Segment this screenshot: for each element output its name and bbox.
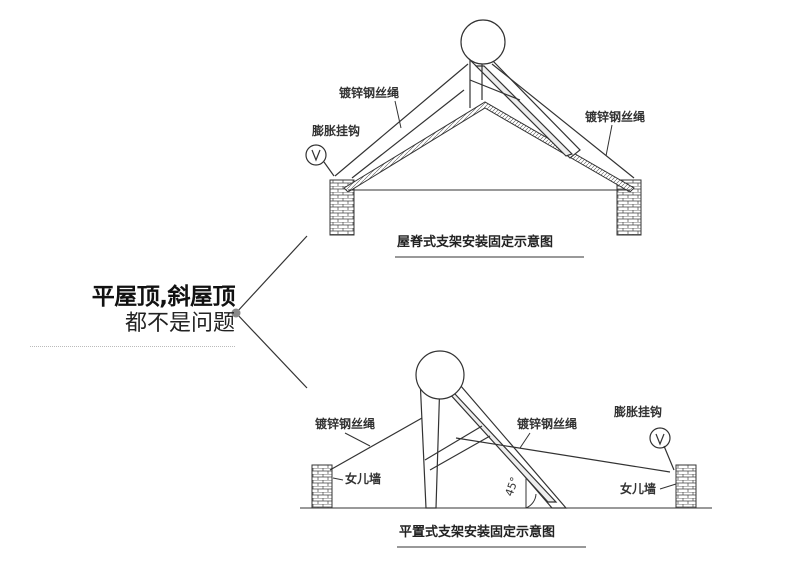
parapet-wall-left [311,464,333,509]
water-tank-top [460,19,506,65]
label-wire-left-bottom: 镀锌钢丝绳 [315,416,375,431]
leader-wire-middle-bottom [519,432,531,449]
water-heater-bottom [415,350,568,509]
label-wire-left-top: 镀锌钢丝绳 [339,85,399,100]
label-wire-right-top: 镀锌钢丝绳 [585,109,645,124]
connector-lines [235,235,308,389]
label-wire-middle-bottom: 镀锌钢丝绳 [517,416,577,431]
headline-primary: 平屋顶,斜屋顶 [91,284,236,310]
label-parapet-left: 女儿墙 [345,471,381,486]
label-hook-top: 膨胀挂钩 [311,123,360,138]
caption-top: 屋脊式支架安装固定示意图 [397,234,553,250]
connector-node [231,308,241,318]
label-parapet-right: 女儿墙 [620,481,656,496]
parapet-wall-right [675,464,697,509]
headline: 平屋顶,斜屋顶 都不是问题 [30,283,236,337]
water-heater-top [460,19,581,159]
leader-parapet-right [659,483,677,490]
top-wires [334,63,635,179]
leader-parapet-left [332,477,344,481]
hook-detail-top [305,144,335,177]
top-diagram: 镀锌钢丝绳 膨胀挂钩 镀锌钢丝绳 屋脊式支架安装固定示意图 [305,19,645,258]
angle-marker [525,478,537,509]
hook-detail-bottom [649,427,675,471]
headline-dotted-rule [30,346,235,348]
leader-wire-left-bottom [344,432,371,447]
headline-secondary: 都不是问题 [124,311,235,336]
angle-label: 45° [503,475,522,498]
caption-bottom: 平置式支架安装固定示意图 [399,524,555,540]
pitched-roof [343,101,635,193]
label-hook-bottom: 膨胀挂钩 [613,404,662,419]
leader-wire-right-top [605,124,613,157]
bottom-diagram: 45° 镀锌钢丝绳 镀锌钢丝绳 膨胀挂钩 女儿墙 女儿墙 平置式支架安装固定示意… [300,350,712,548]
leader-wire-left-top [394,100,402,129]
water-tank-bottom [415,350,465,400]
bottom-wires [329,417,671,473]
